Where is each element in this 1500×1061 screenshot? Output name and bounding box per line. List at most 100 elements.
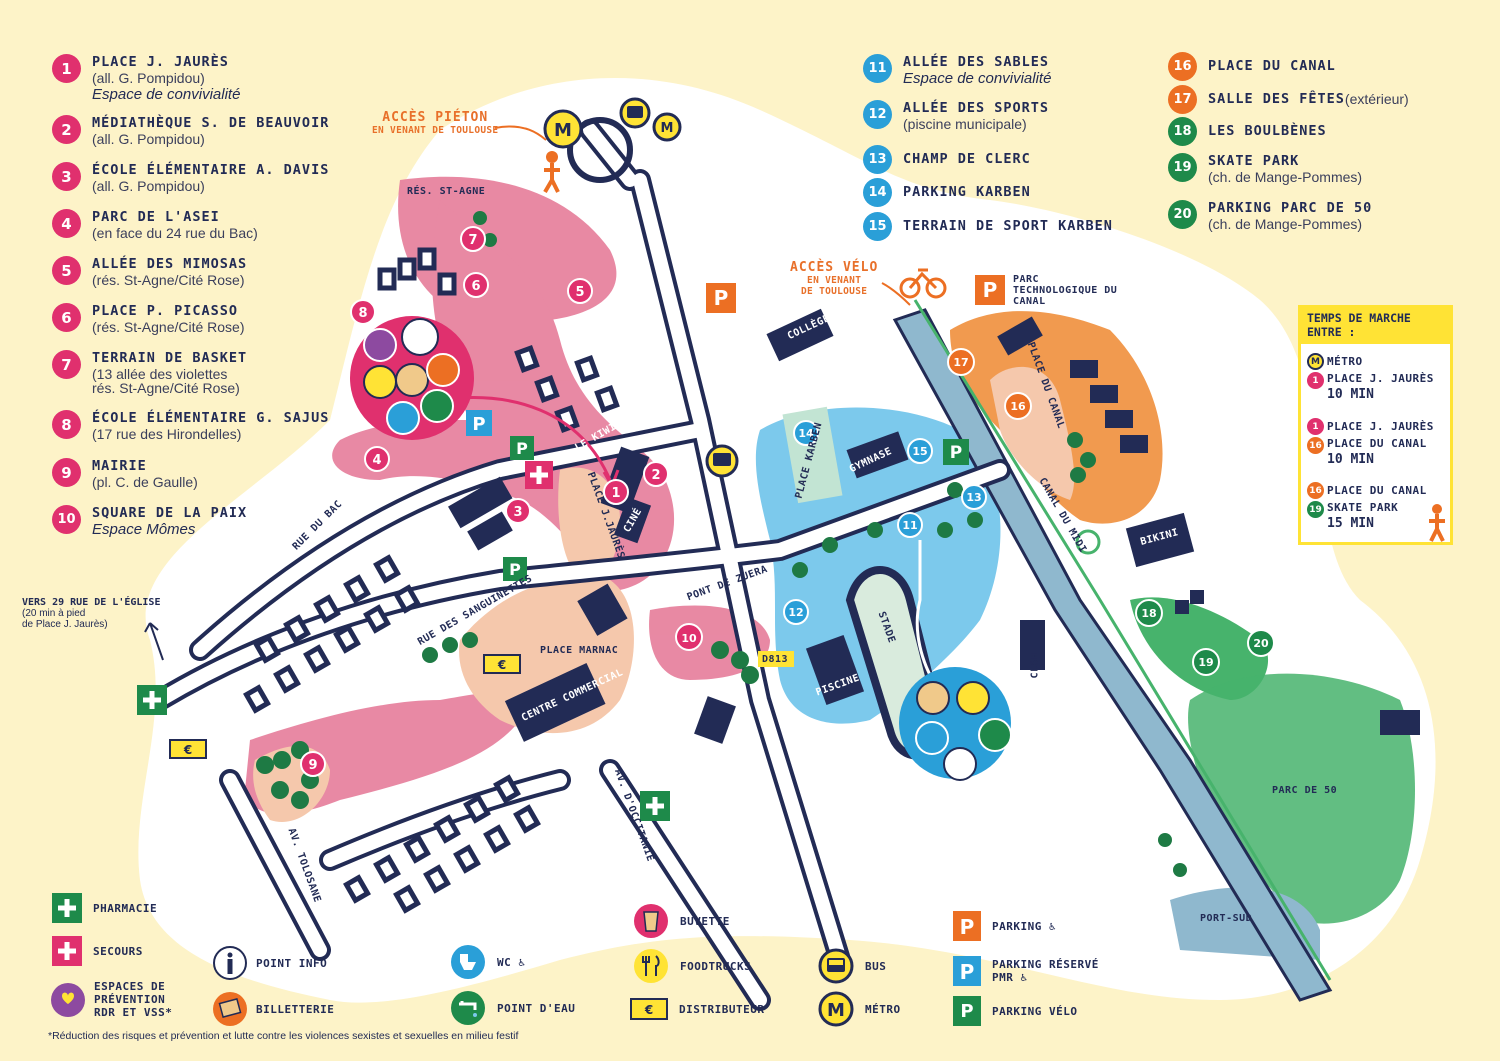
walk-duration: 10 MIN: [1327, 387, 1374, 402]
legend-badge: 16: [1168, 52, 1197, 81]
legend-item-15[interactable]: 15Terrain de sport Karben: [863, 212, 1113, 241]
marker-16: 16: [1004, 392, 1032, 420]
svg-text:€: €: [644, 1003, 653, 1017]
walk-from-label: MÉTRO: [1327, 355, 1363, 368]
key-label: BUS: [865, 959, 887, 973]
legend-name: Les Boulbènes: [1208, 123, 1327, 139]
walk-from-badge: M: [1307, 353, 1324, 370]
legend-name: École élémentaire G. Sajus: [92, 410, 330, 426]
bus-icon: [818, 948, 854, 984]
legend-name: Parking Karben: [903, 184, 1031, 200]
legend-item-19[interactable]: 19Skate Park(ch. de Mange-Pommes): [1168, 153, 1362, 185]
marker-14: 14: [793, 420, 819, 446]
legend-item-4[interactable]: 4Parc de l'ASEI(en face du 24 rue du Bac…: [52, 209, 258, 241]
walk-from-label: PLACE J. JAURÈS: [1327, 420, 1434, 433]
parking-bike-sign-3: P: [943, 439, 969, 465]
legend-sub: (ch. de Mange-Pommes): [1208, 216, 1363, 232]
legend-item-12[interactable]: 12Allée des Sports(piscine municipale): [863, 100, 1049, 132]
key-prevention: ESPACES DE PRÉVENTION RDR ET VSS*: [50, 980, 174, 1019]
legend-sub: (all. G. Pompidou): [92, 178, 205, 194]
legend-item-9[interactable]: 9Mairie(pl. C. de Gaulle): [52, 458, 198, 490]
marker-19: 19: [1192, 648, 1220, 676]
legend-item-1[interactable]: 1Place J. Jaurès(all. G. Pompidou)Espace…: [52, 54, 240, 103]
legend-badge: 20: [1168, 200, 1197, 229]
metro-icon: M: [818, 991, 854, 1027]
legend-item-2[interactable]: 2Médiathèque S. de Beauvoir(all. G. Pomp…: [52, 115, 329, 147]
roads-inner: [153, 123, 1007, 1007]
legend-sub: (rés. St-Agne/Cité Rose): [92, 319, 245, 335]
legend-item-5[interactable]: 5Allée des Mimosas(rés. St-Agne/Cité Ros…: [52, 256, 247, 288]
blue-markers: 11 12 13 14 15: [783, 420, 987, 625]
svg-text:M: M: [661, 121, 674, 136]
key-first-aid: SECOURS: [52, 936, 143, 966]
label-clsh: CLSH: [1029, 652, 1041, 679]
marker-13: 13: [961, 484, 987, 510]
marker-5: 5: [567, 278, 593, 304]
atm-map-1: €: [483, 654, 521, 674]
walk-duration: 10 MIN: [1327, 452, 1374, 467]
svg-text:6: 6: [471, 279, 480, 294]
marker-17: 17: [947, 348, 975, 376]
parking-sign-techno: P: [975, 275, 1005, 305]
key-label: PARKING RÉSERVÉ PMR ♿: [992, 958, 1099, 984]
pharmacy-icon: [52, 893, 82, 923]
legend-item-8[interactable]: 8École élémentaire G. Sajus (17 rue des …: [52, 410, 329, 442]
legend-badge: 17: [1168, 85, 1197, 114]
key-label: BILLETTERIE: [256, 1002, 335, 1016]
label-res-st-agne: RÉS. ST-AGNE: [407, 186, 486, 197]
walk-to-badge: 16: [1307, 437, 1324, 454]
church-arrow: [144, 622, 164, 661]
legend-item-17[interactable]: 17Salle des fêtes (extérieur): [1168, 85, 1409, 114]
label-place-marnac: PLACE MARNAC: [540, 645, 619, 656]
walk-to-label: PLACE J. JAURÈS: [1327, 372, 1434, 385]
legend-badge: 15: [863, 212, 892, 241]
marker-1: 1: [603, 479, 629, 505]
foodtruck-icon: [634, 949, 668, 983]
legend-name: Parc de l'ASEI: [92, 209, 220, 225]
legend-badge: 1: [52, 54, 81, 83]
legend-badge: 7: [52, 350, 81, 379]
legend-badge: 6: [52, 303, 81, 332]
svg-text:9: 9: [308, 758, 317, 773]
legend-item-16[interactable]: 16 Place du Canal: [1168, 52, 1336, 81]
svg-text:16: 16: [1010, 400, 1026, 413]
key-label: POINT INFO: [256, 956, 328, 970]
key-label: POINT D'EAU: [497, 1001, 576, 1015]
walk-from-badge: 1: [1307, 418, 1324, 435]
walk-to-label: PLACE DU CANAL: [1327, 437, 1427, 450]
svg-text:10: 10: [681, 632, 697, 645]
legend-name: Médiathèque S. de Beauvoir: [92, 115, 330, 131]
legend-name: Allée des Sports: [903, 100, 1050, 116]
legend-name: Salle des fêtes: [1208, 91, 1345, 107]
legend-item-7[interactable]: 7Terrain de basket(13 allée des violette…: [52, 350, 247, 396]
legend-item-3[interactable]: 3École élémentaire A. Davis(all. G. Pomp…: [52, 162, 329, 194]
legend-italic: Espace de convivialité: [92, 86, 241, 103]
parking-icon: P: [953, 911, 981, 941]
legend-sub: (piscine municipale): [903, 116, 1027, 132]
legend-item-18[interactable]: 18Les Boulbènes: [1168, 117, 1327, 146]
service-cluster-jaures: [350, 316, 474, 440]
legend-item-6[interactable]: 6Place P. Picasso(rés. St-Agne/Cité Rose…: [52, 303, 245, 335]
legend-item-11[interactable]: 11Allée des SablesEspace de convivialité: [863, 54, 1051, 87]
legend-item-20[interactable]: 20Parking Parc de 50(ch. de Mange-Pommes…: [1168, 200, 1372, 232]
legend-item-13[interactable]: 13Champ de Clerc: [863, 145, 1031, 174]
label-parc-techno: PARC TECHNOLOGIQUE DU CANAL: [1013, 274, 1118, 307]
legend-item-14[interactable]: 14Parking Karben: [863, 178, 1031, 207]
marker-12: 12: [783, 599, 809, 625]
svg-text:19: 19: [1198, 656, 1213, 669]
svg-text:P: P: [960, 960, 975, 984]
legend-item-10[interactable]: 10Square de la PaixEspace Mômes: [52, 505, 247, 538]
walk-route-1: M 1 MÉTRO PLACE J. JAURÈS 10 MIN: [1307, 353, 1434, 402]
walk-to-badge: 19: [1307, 501, 1324, 518]
legend-name: Terrain de basket: [92, 350, 248, 366]
velo-sub1: EN VENANT: [807, 275, 862, 286]
parking-pmr-sign: P: [466, 410, 492, 436]
legend-sub: (ch. de Mange-Pommes): [1208, 169, 1363, 185]
legend-name: Place du Canal: [1208, 58, 1336, 74]
walk-to-badge: 1: [1307, 372, 1324, 389]
first-aid-icon: [52, 936, 82, 966]
legend-name: Allée des Sables: [903, 54, 1050, 70]
